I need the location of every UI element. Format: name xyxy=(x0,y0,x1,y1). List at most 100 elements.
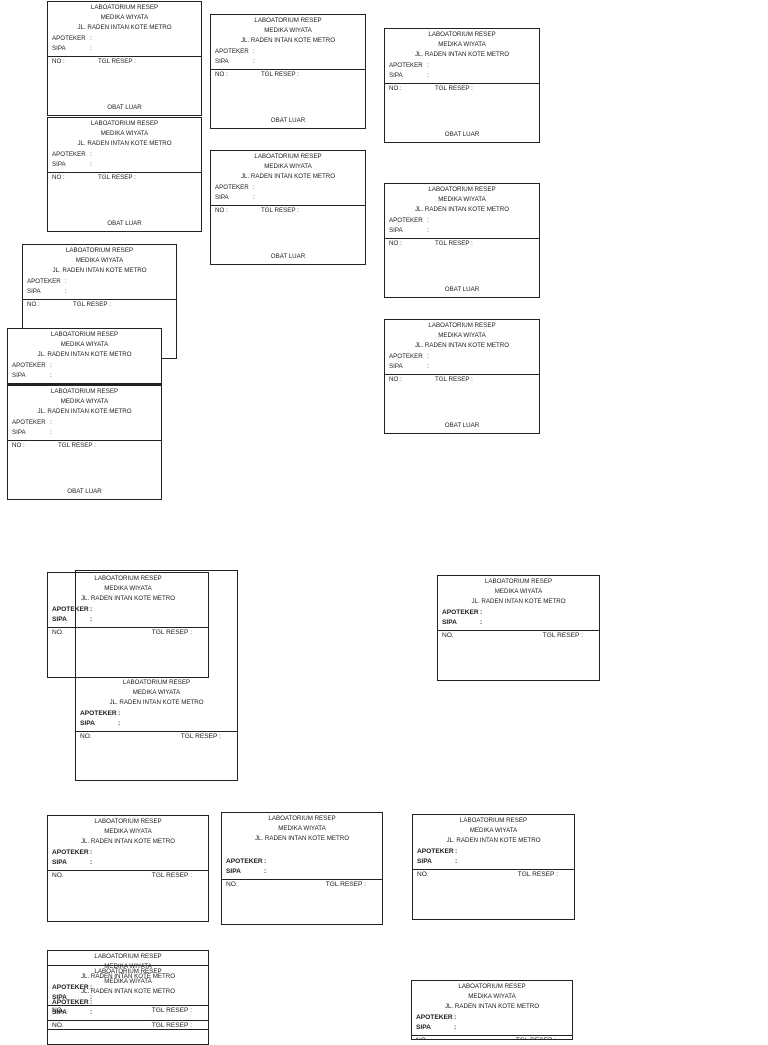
colon: : xyxy=(90,161,92,168)
colon: : xyxy=(50,362,52,369)
colon: : xyxy=(65,278,67,285)
apoteker-label: APOTEKER xyxy=(12,418,50,428)
org-name: MEDIKA WIYATA xyxy=(222,824,382,834)
no-label: NO : xyxy=(52,174,65,181)
tgl-resep-label: TGL RESEP : xyxy=(261,206,299,216)
sipa-row: SIPA: xyxy=(211,193,365,203)
sipa-row: SIPA: xyxy=(385,362,539,372)
no-row: NO :TGL RESEP : xyxy=(8,441,161,451)
apoteker-row: APOTEKER: xyxy=(48,34,201,44)
sipa-label: SIPA xyxy=(80,719,118,729)
colon: : xyxy=(253,58,255,65)
sipa-row: SIPA: xyxy=(48,44,201,54)
colon: : xyxy=(90,35,92,42)
apoteker-row: APOTEKER: xyxy=(211,183,365,193)
address: JL. RADEN INTAN KOTE METRO xyxy=(76,698,237,708)
address: JL. RADEN INTAN KOTE METRO xyxy=(222,834,382,844)
no-row: NO.TGL RESEP : xyxy=(48,1021,208,1031)
colon: : xyxy=(427,227,429,234)
sipa-label: SIPA xyxy=(389,362,427,372)
address: JL. RADEN INTAN KOTE METRO xyxy=(211,172,365,182)
tgl-resep-label: TGL RESEP : xyxy=(543,631,583,641)
lab-name: LABOATORIUM RESEP xyxy=(385,321,539,331)
no-row: NO.TGL RESEP : xyxy=(413,870,574,880)
footer-obat-luar: OBAT LUAR xyxy=(385,422,539,429)
no-label: NO : xyxy=(12,442,25,449)
footer-obat-luar: OBAT LUAR xyxy=(48,104,201,111)
address: JL. RADEN INTAN KOTE METRO xyxy=(412,1002,572,1012)
address: JL. RADEN INTAN KOTE METRO xyxy=(8,407,161,417)
tgl-resep-label: TGL RESEP : xyxy=(326,880,366,890)
sipa-label: SIPA xyxy=(416,1023,454,1033)
apoteker-row: APOTEKER: xyxy=(48,998,208,1008)
footer-obat-luar: OBAT LUAR xyxy=(211,117,365,124)
apoteker-label: APOTEKER xyxy=(12,361,50,371)
lab-name: LABOATORIUM RESEP xyxy=(211,152,365,162)
no-label: NO : xyxy=(389,240,402,247)
no-label: NO. xyxy=(442,632,454,639)
org-name: MEDIKA WIYATA xyxy=(385,40,539,50)
tgl-resep-label: TGL RESEP : xyxy=(98,57,136,67)
apoteker-row: APOTEKER: xyxy=(48,150,201,160)
colon: : xyxy=(427,363,429,370)
sipa-label: SIPA xyxy=(417,857,455,867)
sipa-label: SIPA xyxy=(12,371,50,381)
apoteker-row: APOTEKER: xyxy=(385,352,539,362)
org-name: MEDIKA WIYATA xyxy=(48,129,201,139)
org-name: MEDIKA WIYATA xyxy=(8,340,161,350)
tgl-resep-label: TGL RESEP : xyxy=(435,239,473,249)
sipa-row: SIPA: xyxy=(8,428,161,438)
no-row: NO : TGL RESEP : xyxy=(385,239,539,249)
colon: : xyxy=(455,848,457,855)
colon: : xyxy=(90,859,92,866)
apoteker-row: APOTEKER: xyxy=(211,47,365,57)
colon: : xyxy=(264,868,266,875)
org-name: MEDIKA WIYATA xyxy=(385,195,539,205)
apoteker-label: APOTEKER xyxy=(442,608,480,618)
colon: : xyxy=(427,62,429,69)
lab-name: LABOATORIUM RESEP xyxy=(413,816,574,826)
colon: : xyxy=(90,1009,92,1016)
no-row: NO :TGL RESEP : xyxy=(211,70,365,80)
footer-obat-luar: OBAT LUAR xyxy=(385,286,539,293)
lab-name: LABOATORIUM RESEP xyxy=(412,982,572,992)
tgl-resep-label: TGL RESEP : xyxy=(181,732,221,742)
lab-name: LABOATORIUM RESEP xyxy=(48,3,201,13)
colon: : xyxy=(90,45,92,52)
no-label: NO. xyxy=(52,629,64,636)
colon: : xyxy=(454,1024,456,1031)
apoteker-row: APOTEKER: xyxy=(23,277,176,287)
colon: : xyxy=(65,288,67,295)
sipa-row: SIPA: xyxy=(48,160,201,170)
lab-name: LABOATORIUM RESEP xyxy=(23,246,176,256)
no-label: NO. xyxy=(417,871,429,878)
org-name: MEDIKA WIYATA xyxy=(48,977,208,987)
colon: : xyxy=(480,619,482,626)
lab-name: LABOATORIUM RESEP xyxy=(76,678,237,688)
no-row: NO :TGL RESEP : xyxy=(385,375,539,385)
apoteker-row: APOTEKER: xyxy=(412,1013,572,1023)
colon: : xyxy=(118,710,120,717)
sipa-label: SIPA xyxy=(52,858,90,868)
org-name: MEDIKA WIYATA xyxy=(48,13,201,23)
no-row: NO.TGL RESEP : xyxy=(222,880,382,890)
